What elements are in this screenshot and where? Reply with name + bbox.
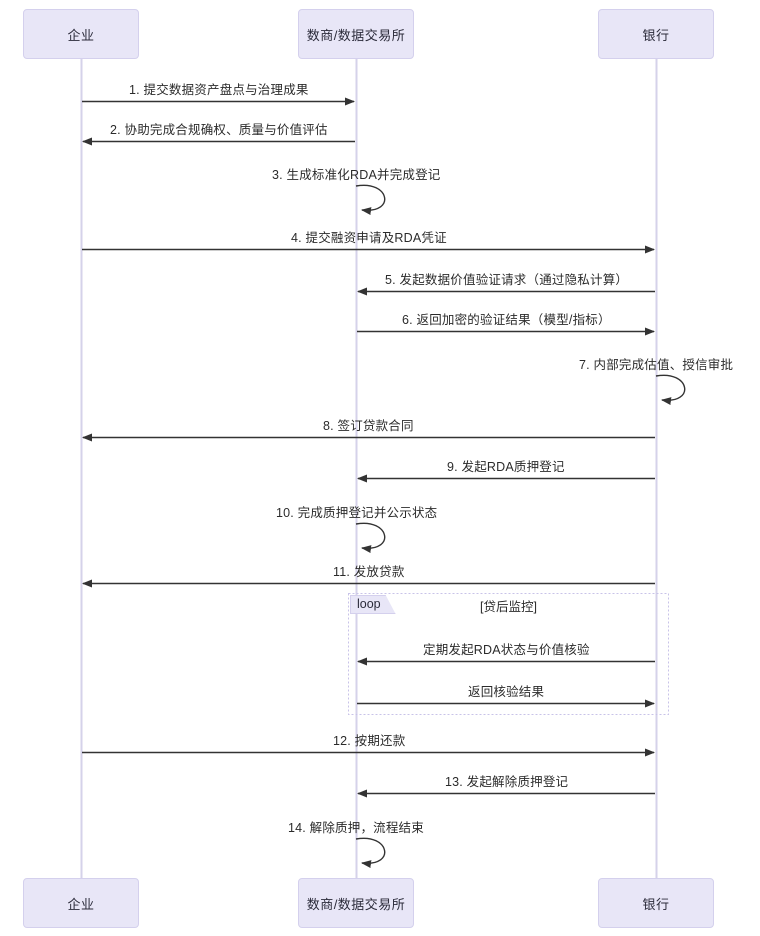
message-label-7: 7. 内部完成估值、授信审批 [579, 358, 734, 372]
participant-top-bank[interactable]: 银行 [598, 9, 714, 59]
loop-message-label-2: 返回核验结果 [468, 685, 545, 699]
participant-label: 数商/数据交易所 [306, 896, 406, 912]
message-label-3: 3. 生成标准化RDA并完成登记 [272, 168, 441, 182]
participant-label: 企业 [67, 27, 95, 43]
participant-label: 企业 [67, 896, 95, 912]
message-label-4: 4. 提交融资申请及RDA凭证 [291, 231, 447, 245]
loop-message-label-1: 定期发起RDA状态与价值核验 [423, 643, 590, 657]
loop-fragment-condition: [贷后监控] [480, 600, 537, 614]
participant-top-enterprise[interactable]: 企业 [23, 9, 139, 59]
self-message-arrow-14[interactable] [355, 837, 386, 869]
message-label-14: 14. 解除质押，流程结束 [288, 821, 424, 835]
message-label-8: 8. 签订贷款合同 [323, 419, 414, 433]
message-label-5: 5. 发起数据价值验证请求（通过隐私计算） [385, 273, 629, 287]
participant-label: 银行 [642, 896, 670, 912]
message-label-2: 2. 协助完成合规确权、质量与价值评估 [110, 123, 328, 137]
message-label-10: 10. 完成质押登记并公示状态 [276, 506, 438, 520]
participant-top-data-exchange[interactable]: 数商/数据交易所 [298, 9, 414, 59]
self-message-arrow-10[interactable] [355, 522, 386, 554]
message-label-11: 11. 发放贷款 [333, 565, 405, 579]
participant-label: 银行 [642, 27, 670, 43]
participant-bottom-bank[interactable]: 银行 [598, 878, 714, 928]
participant-bottom-enterprise[interactable]: 企业 [23, 878, 139, 928]
message-label-6: 6. 返回加密的验证结果（模型/指标） [402, 313, 611, 327]
message-label-1: 1. 提交数据资产盘点与治理成果 [129, 83, 309, 97]
loop-fragment-frame [348, 593, 669, 715]
loop-fragment-tag[interactable]: loop [350, 595, 396, 614]
participant-label: 数商/数据交易所 [306, 27, 406, 43]
self-message-arrow-3[interactable] [355, 184, 386, 216]
message-label-9: 9. 发起RDA质押登记 [447, 460, 565, 474]
message-label-13: 13. 发起解除质押登记 [445, 775, 569, 789]
participant-bottom-data-exchange[interactable]: 数商/数据交易所 [298, 878, 414, 928]
self-message-arrow-7[interactable] [655, 374, 686, 406]
message-label-12: 12. 按期还款 [333, 734, 406, 748]
